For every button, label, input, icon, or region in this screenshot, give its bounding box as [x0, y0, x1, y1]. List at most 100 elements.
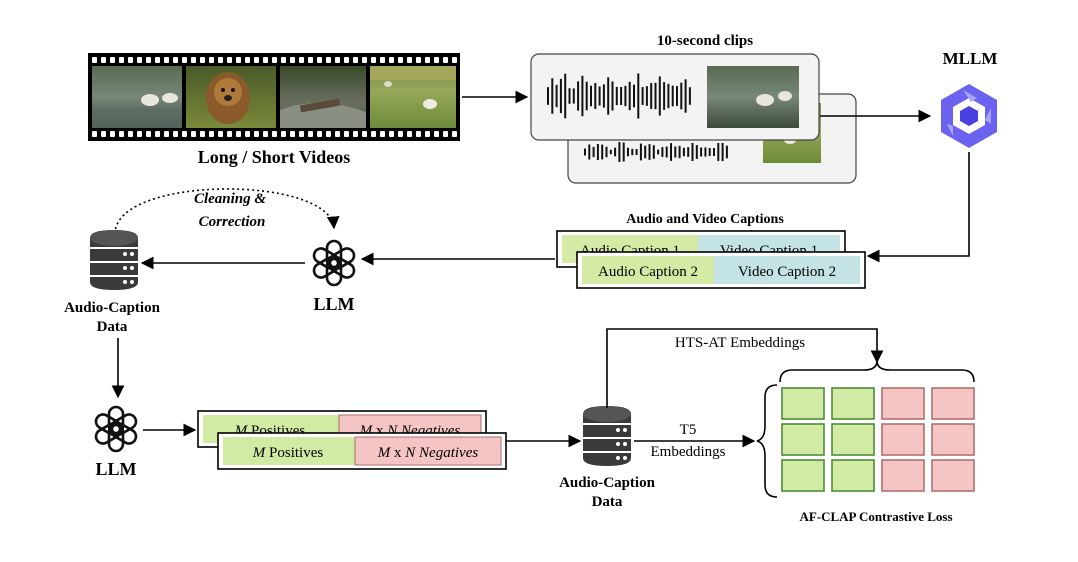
perforation: [227, 57, 232, 63]
perforation: [434, 131, 439, 137]
perforation: [416, 57, 421, 63]
perforation: [137, 131, 142, 137]
perforation: [254, 57, 259, 63]
perforation: [344, 131, 349, 137]
perforation: [371, 131, 376, 137]
perforation: [416, 131, 421, 137]
perforation: [362, 57, 367, 63]
positive-cell: [781, 459, 825, 492]
perforation: [425, 57, 430, 63]
positive-cell: [831, 387, 875, 420]
perforation: [299, 131, 304, 137]
perforation: [236, 57, 241, 63]
hts-at-label: HTS-AT Embeddings: [675, 335, 805, 351]
mllm-label: MLLM: [943, 49, 998, 68]
perforation: [389, 131, 394, 137]
perforation: [137, 57, 142, 63]
positive-cell: [831, 459, 875, 492]
llm-label-top: LLM: [313, 294, 354, 314]
perforation: [254, 131, 259, 137]
db-top-label-line2: Data: [97, 319, 128, 335]
llm-label-bottom: LLM: [95, 459, 136, 479]
perforation: [173, 57, 178, 63]
perforation: [101, 57, 106, 63]
positives-text-2: M Positives: [252, 445, 324, 461]
perforation: [335, 57, 340, 63]
clips-title: 10-second clips: [657, 33, 753, 49]
audio-waveform: [584, 141, 728, 163]
perforation: [398, 131, 403, 137]
db-top-label-line1: Audio-Caption: [64, 300, 161, 316]
perforation: [119, 131, 124, 137]
perforation: [128, 131, 133, 137]
perforation: [173, 131, 178, 137]
perforation: [290, 57, 295, 63]
perforation: [92, 131, 97, 137]
perforation: [335, 131, 340, 137]
perforation: [191, 131, 196, 137]
perforation: [353, 57, 358, 63]
film-perforations-top: [92, 57, 457, 63]
positive-cell: [831, 423, 875, 456]
film-strip: [88, 53, 460, 141]
perforation: [164, 131, 169, 137]
cleaning-loop-arrow: [114, 188, 340, 235]
perforation: [389, 57, 394, 63]
db-bottom-label-line1: Audio-Caption: [559, 475, 656, 491]
puppy-frame: [186, 66, 276, 128]
perforation: [263, 131, 268, 137]
perforation: [146, 57, 151, 63]
negative-cell: [931, 423, 975, 456]
perforation: [110, 57, 115, 63]
perforation: [452, 57, 457, 63]
arrow-mllm-to-captions: [866, 152, 970, 263]
video-caption-2: Video Caption 2: [738, 264, 836, 280]
perforation: [245, 131, 250, 137]
perforation: [317, 57, 322, 63]
perforation: [182, 57, 187, 63]
stream-frame: [280, 66, 366, 128]
perforation: [191, 57, 196, 63]
negative-cell: [931, 459, 975, 492]
perforation: [362, 131, 367, 137]
perforation: [443, 131, 448, 137]
perforation: [182, 131, 187, 137]
perforation: [218, 57, 223, 63]
negative-cell: [881, 459, 925, 492]
left-brace: [756, 384, 778, 498]
perforation: [452, 131, 457, 137]
perforation: [281, 57, 286, 63]
llm-icon: [94, 405, 138, 453]
qwen-logo-icon: [941, 84, 997, 148]
perforation: [209, 57, 214, 63]
perforation: [209, 131, 214, 137]
perforation: [407, 131, 412, 137]
perforation: [344, 57, 349, 63]
perforation: [353, 131, 358, 137]
clip-card-front: [530, 53, 820, 141]
perforation: [398, 57, 403, 63]
perforation: [92, 57, 97, 63]
arrow-hts-at-embeddings: [606, 328, 884, 408]
llm-icon: [312, 239, 356, 287]
pairs-row-2: M Positives M x N Negatives: [217, 432, 507, 470]
perforation: [407, 57, 412, 63]
perforation: [434, 57, 439, 63]
perforation: [218, 131, 223, 137]
negative-cell: [881, 423, 925, 456]
perforation: [326, 57, 331, 63]
perforation: [200, 57, 205, 63]
perforation: [227, 131, 232, 137]
positive-cell: [781, 423, 825, 456]
perforation: [164, 57, 169, 63]
clip-thumbnail: [707, 66, 799, 128]
river-frame: [92, 66, 182, 128]
cleaning-label-line1: Cleaning &: [194, 191, 266, 207]
perforation: [299, 57, 304, 63]
database-icon: [583, 406, 631, 466]
perforation: [146, 131, 151, 137]
captions-title: Audio and Video Captions: [626, 212, 784, 227]
perforation: [155, 131, 160, 137]
perforation: [290, 131, 295, 137]
